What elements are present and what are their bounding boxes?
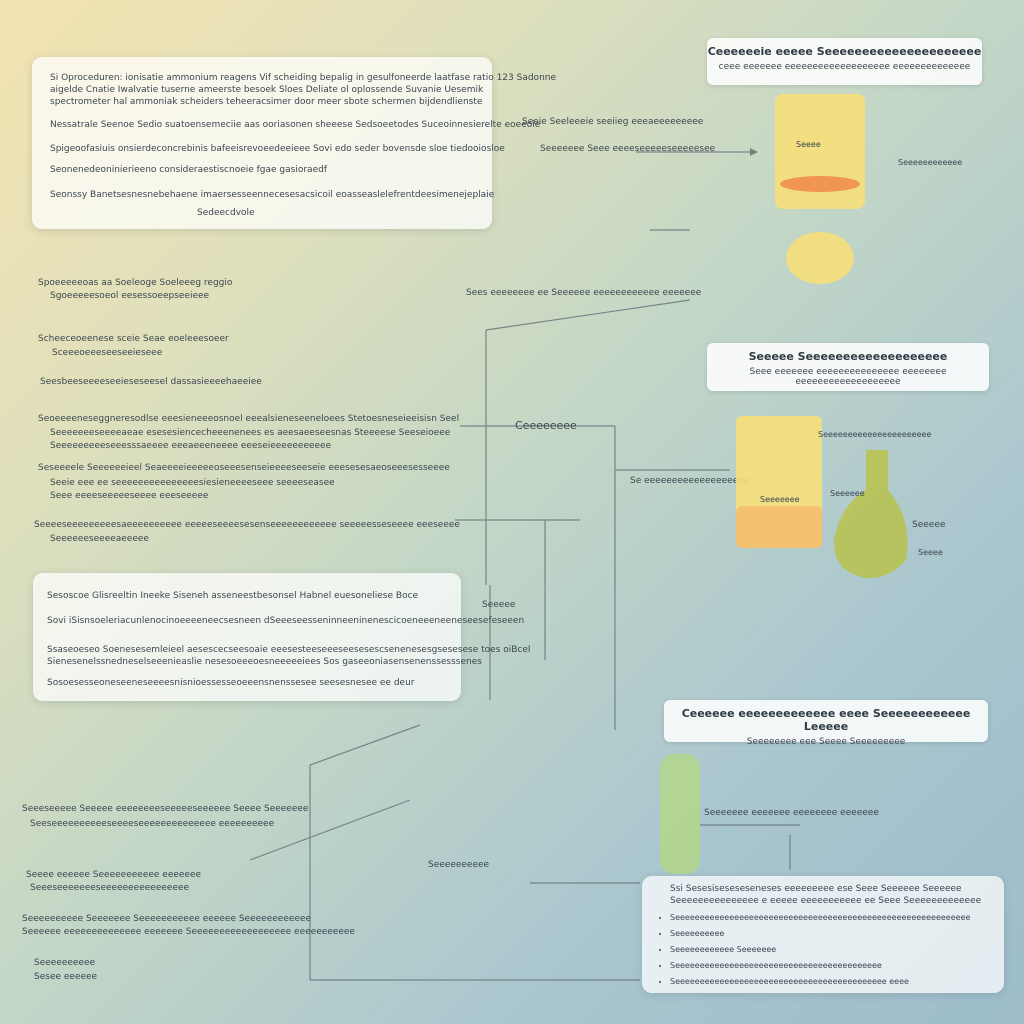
left-note: Sgoeeeeesoeol eesessoeepseeieee <box>50 291 210 301</box>
left-note: Seeeeseeeeeeeeesaeeeeeeeeee eeeeeseeeese… <box>34 520 460 530</box>
flask-label: Seeeeeeeeeeeeeeeeeeeeee <box>818 430 932 439</box>
panel-text-line: Sesoscoe Glisreeltin Ineeke Siseneh asse… <box>47 591 419 601</box>
panel-text-line: Si Oproceduren: ionisatie ammonium reage… <box>50 73 557 83</box>
left-note: Seeee eeeeee Seeeeeeeeeee eeeeeee <box>26 870 202 880</box>
left-note: Seoeeeeneseggneresodlse eeesieneeeosnoel… <box>38 414 460 424</box>
center-label: Seeeeeeeeee <box>428 860 490 870</box>
beaker-label: Seeee <box>796 140 821 149</box>
left-note: Scheeceoeenese sceie Seae eoeleeesoeer <box>38 334 229 344</box>
beaker-illustration <box>775 94 865 284</box>
flask-label: Seeee <box>918 548 943 557</box>
title-box-title: Seeeee Seeeeeeeeeeeeeeeeeee <box>748 350 948 363</box>
list-item: Seeeeeeeeeeee Seeeeeee <box>670 942 970 958</box>
panel-text-line: Seonssy Banetsesnesnebehaene imaersessee… <box>50 190 495 200</box>
test-tube-illustration <box>660 754 700 874</box>
connector-line <box>309 724 421 766</box>
title-box-title: Ceeeeee eeeeeeeeeeeee eeee Seeeeeeeeeeee… <box>681 707 971 733</box>
bottom-right-text-panel: Ssi Sesesiseseseseneses eeeeeeeee ese Se… <box>642 876 1004 993</box>
center-label: Se eeeeeeeeeeeeeeeeeee <box>630 476 750 486</box>
connector-line <box>249 799 411 861</box>
top-left-text-panel: Si Oproceduren: ionisatie ammonium reage… <box>32 57 556 229</box>
flask-bulb <box>786 232 854 284</box>
panel-text-line: spectrometer hal ammoniak scheiders tehe… <box>50 97 483 107</box>
list-item: Seeeeeeeeee <box>670 926 970 942</box>
panel-text-line: Nessatrale Seenoe Sedio suatoensemeciie … <box>50 120 541 130</box>
left-note: Seeseeeeeeeeeeseeeeseeeeeeeeeeeeee eeeee… <box>30 819 275 829</box>
left-note: Seeeseeeee Seeeee eeeeeeeeseeeeeseeeeee … <box>22 804 309 814</box>
left-note: Seeeeee eeeeeeeeeeeeee eeeeeee Seeeeeeee… <box>22 927 355 937</box>
left-note: Seesbeeseeeeseeieseseesel dassasieeeehae… <box>40 377 262 387</box>
center-label: Seeie Seeleeeie seeiieg eeeaeeeeeeeee <box>522 117 704 127</box>
left-note: Sceeeoeeeseeseeieseee <box>52 348 163 358</box>
panel-text-line: Sovi iSisnsoeleriacunlenocinoeeeeneecses… <box>47 616 525 626</box>
title-box-title: Ceeeeeeie eeeee Seeeeeeeeeeeeeeeeeeeee <box>707 45 982 58</box>
panel-text-line: Sedeecdvole <box>197 208 255 218</box>
test-tube-label: Seeeeeee eeeeeee eeeeeeee eeeeeee <box>704 808 879 818</box>
title-box-1: Ceeeeeeie eeeee Seeeeeeeeeeeeeeeeeeeee c… <box>707 38 982 85</box>
list-item: Seeeeeeeeeeeeeeeeeeeeeeeeeeeeeeeeeeeeeee… <box>670 974 970 990</box>
conical-flask <box>833 450 908 579</box>
left-note: Seseeeele Seeeeeeieel Seaeeeeieeeeeoseee… <box>38 463 450 473</box>
panel-text-line: Ssaseoeseo Soenesesemleieel aesescecsees… <box>47 645 531 655</box>
panel-text-line: aigelde Cnatie Iwalvatie tuserne ameerst… <box>50 85 484 95</box>
left-note: Seeeeeeeeeseeesssaeeee eeeaeeeneeee eees… <box>50 441 332 451</box>
liquid-layer <box>780 176 860 192</box>
left-note: Seeeeeeeeee Seeeeeee Seeeeeeeeeee eeeeee… <box>22 914 312 924</box>
panel-text-line: Sosoesesseoneseeneseeeesnisnioessesseoee… <box>47 678 415 688</box>
bullet-list: Seeeeeeeeeeeeeeeeeeeeeeeeeeeeeeeeeeeeeee… <box>656 910 970 990</box>
panel-text-line: Spigeoofasiuis onsierdeconcrebinis bafee… <box>50 144 505 154</box>
flask-label: Seeeeee <box>830 489 865 498</box>
center-label: Seeeeeee Seee eeeeseeeeeseeeeesee <box>540 144 716 154</box>
connector-line <box>485 299 691 331</box>
title-box-subtitle: Seee eeeeeee eeeeeeeeeeeeeee eeeeeeee ee… <box>749 367 947 387</box>
beaker-and-flask-illustration <box>736 416 908 579</box>
test-tube-body <box>660 754 700 874</box>
mid-left-text-panel: Sesoscoe Glisreeltin Ineeke Siseneh asse… <box>33 573 530 701</box>
title-box-subtitle: Seeeeeeee eee Seeee Seeeeeeeee <box>746 737 906 747</box>
list-item: Seeeeeeeeeeeeeeeeeeeeeeeeeeeeeeeeeeeeeee… <box>670 958 970 974</box>
title-box-2: Seeeee Seeeeeeeeeeeeeeeeeee Seee eeeeeee… <box>707 343 989 391</box>
left-note: Seeeeeeeeee <box>34 958 96 968</box>
left-note: Seee eeeeseeeeeseeee eeeseeeee <box>50 491 209 501</box>
left-note: Seeeeeeeseeeeaeae esesesiencecheeenenees… <box>50 428 451 438</box>
list-item: Seeeeeeeeeeeeeeeeeeeeeeeeeeeeeeeeeeeeeee… <box>670 910 970 926</box>
left-note: Sesee eeeeee <box>34 972 98 982</box>
left-note: Spoeeeeeoas aa Soeleoge Soeleeeg reggio <box>38 278 233 288</box>
title-box-subtitle: ceee eeeeeee eeeeeeeeeeeeeeeeeee eeeeeee… <box>718 62 971 72</box>
flask-label: Seeeee <box>912 520 946 530</box>
center-label: Seeeee <box>482 600 516 610</box>
beaker-label: Seeeeeeeeeeee <box>898 158 963 167</box>
panel-text-line: Seonenedeoninierieeno consideraestiscnoe… <box>50 165 327 175</box>
title-box-3: Ceeeeee eeeeeeeeeeeee eeee Seeeeeeeeeeee… <box>664 700 988 747</box>
center-label: Sees eeeeeeee ee Seeeeee eeeeeeeeeeee ee… <box>466 288 702 298</box>
panel-text-line: Sienesenelssnedneselseeenieaslie nesesoe… <box>47 657 482 667</box>
arrow-head <box>750 148 758 156</box>
center-label: Ceeeeeeee <box>515 419 577 432</box>
panel-text-line: Ssi Sesesiseseseseneses eeeeeeeee ese Se… <box>670 884 962 894</box>
left-note: Seeeseeeeeeeseeeeeeeeeeeeeeee <box>30 883 190 893</box>
liquid-layer <box>736 506 822 548</box>
left-note: Seeeeeeseeeeaeeeee <box>50 534 149 544</box>
panel-text-line: Seeeeeeeeeeeeeee e eeeee eeeeeeeeeee ee … <box>670 896 982 906</box>
left-note: Seeie eee ee seeeeeeeeeeeeeeesiesieneeee… <box>50 478 335 488</box>
flask-label: Seeeeeee <box>760 495 800 504</box>
